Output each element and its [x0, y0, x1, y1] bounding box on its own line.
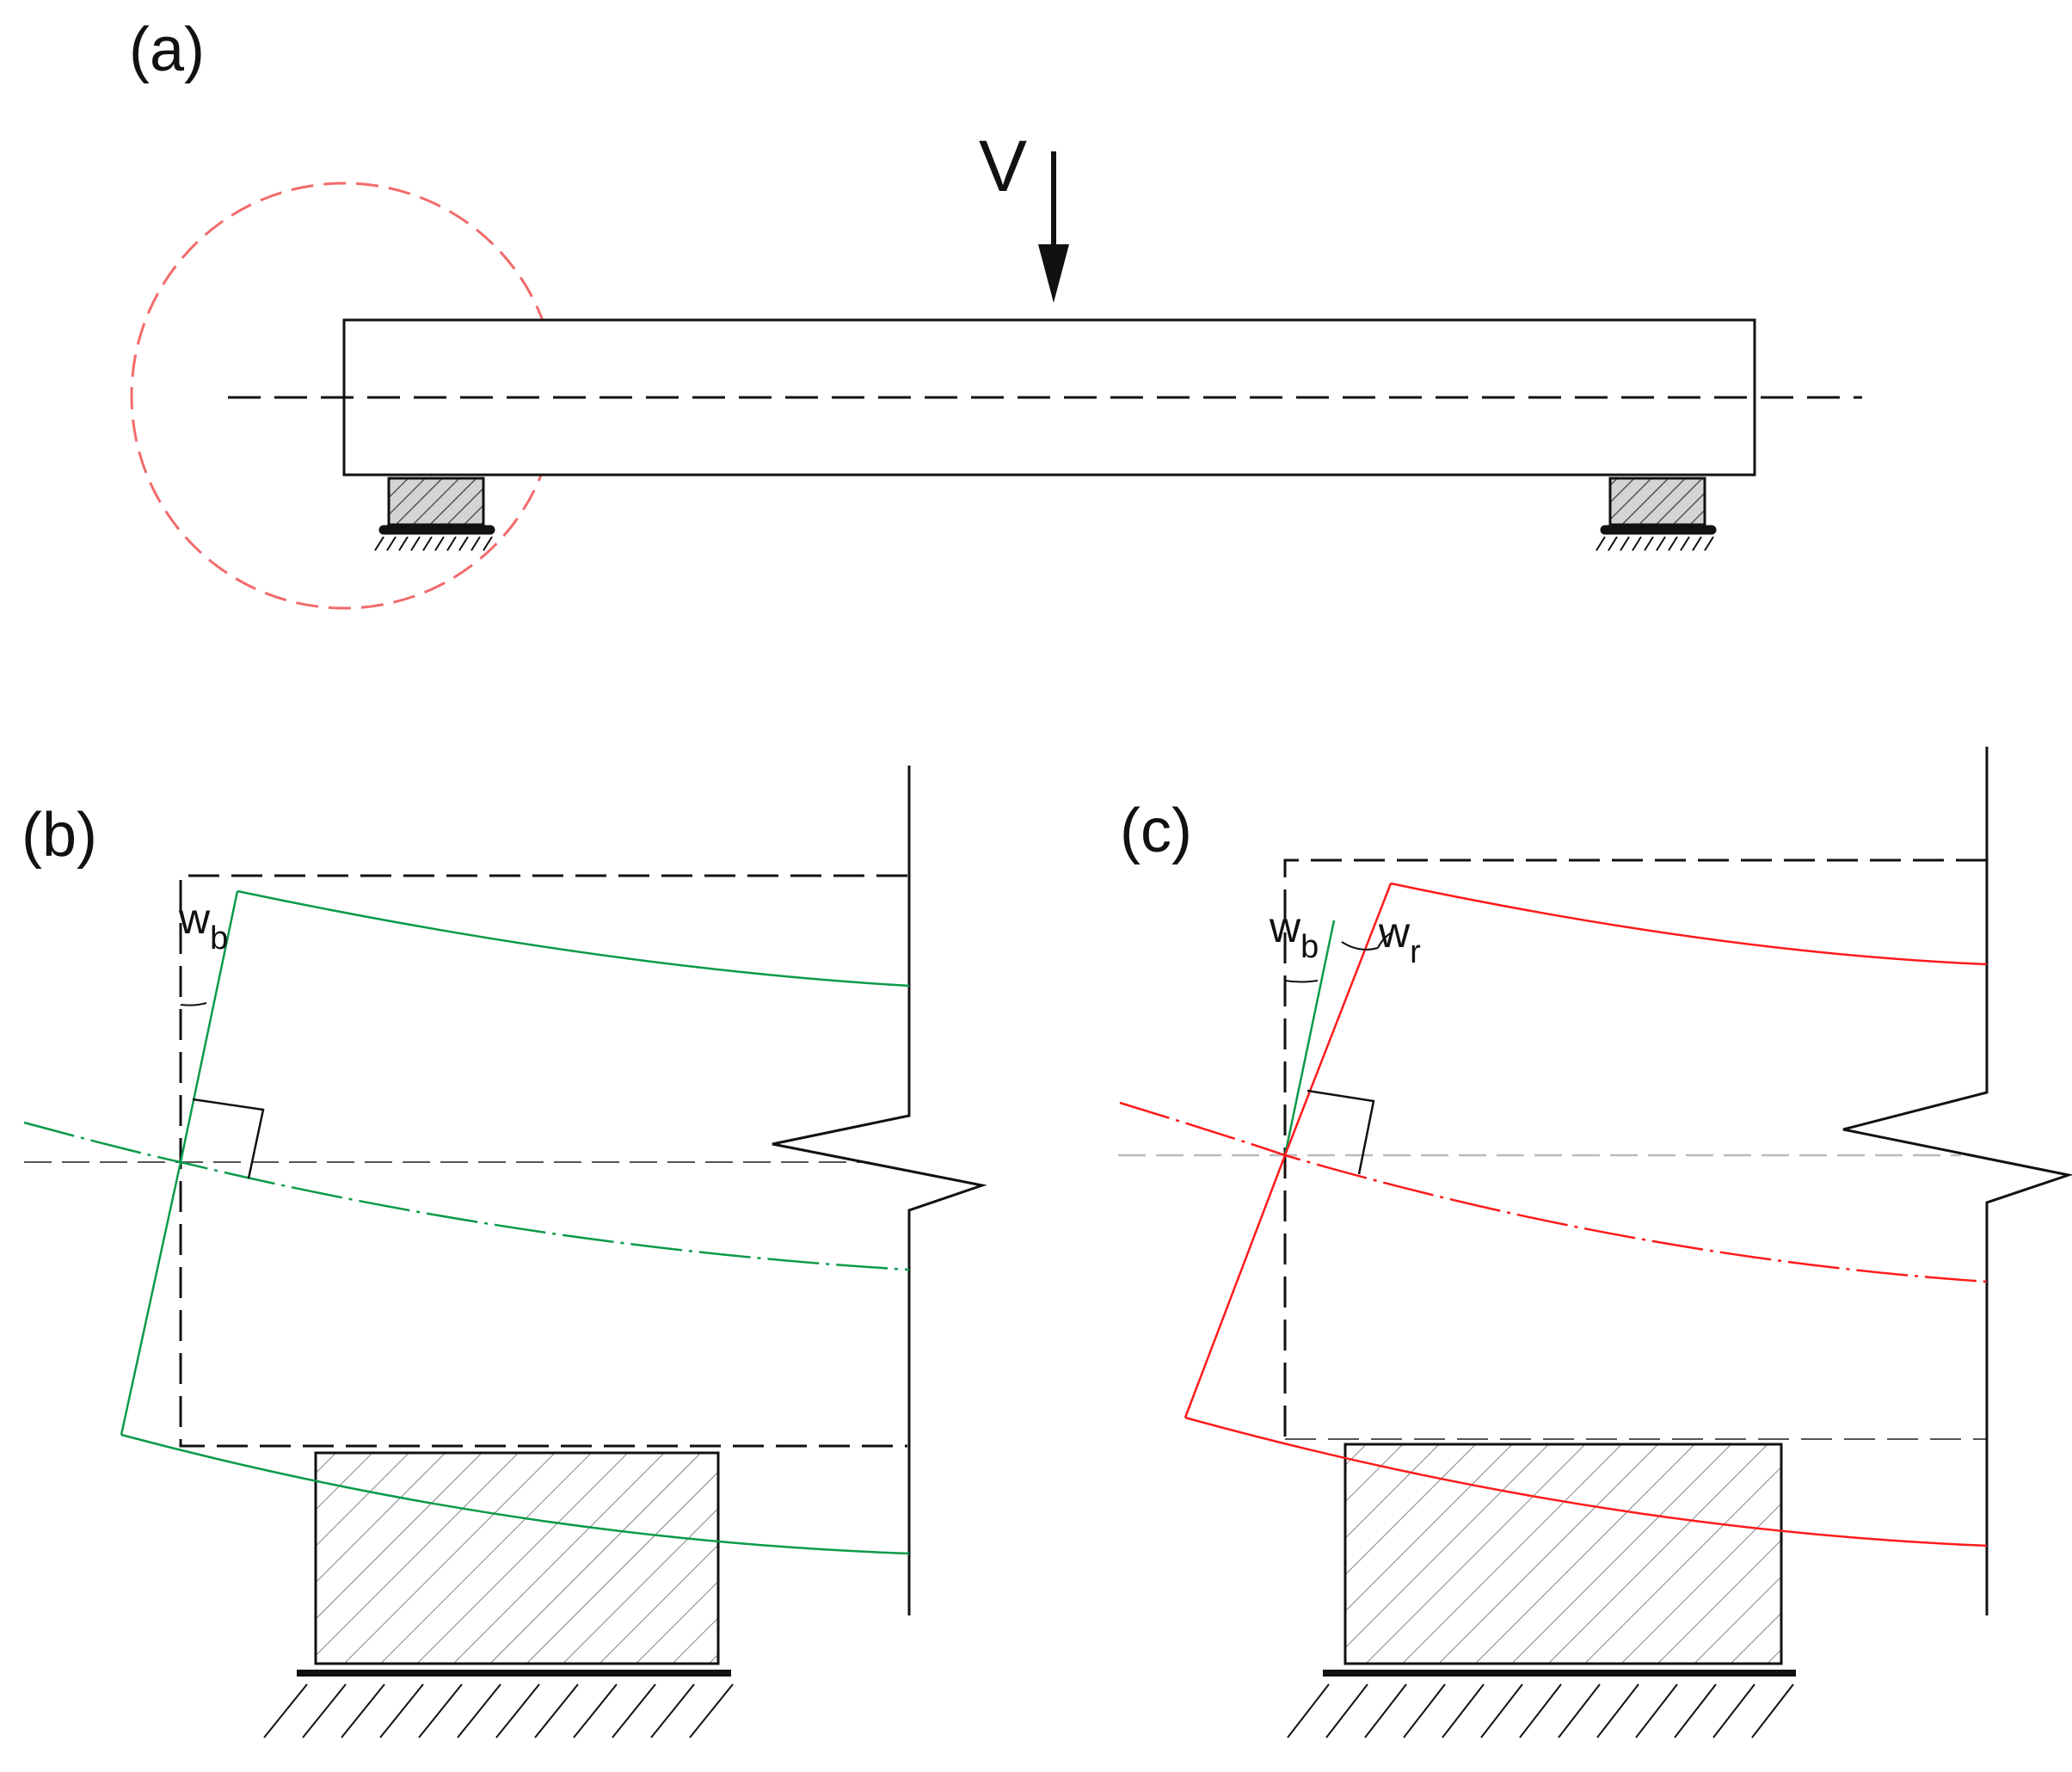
panel-a-label: (a) — [129, 15, 205, 84]
deformed-bottom-fibre-c — [1184, 1416, 1988, 1547]
right-angle-marker-b — [192, 1098, 265, 1179]
rotation-arc-wb — [1284, 980, 1319, 983]
bearing-block-c — [1343, 1443, 1783, 1665]
bending-rotation-line-c — [1283, 920, 1336, 1156]
right-support — [1596, 477, 1717, 551]
break-line-b — [772, 766, 987, 1615]
undeformed-beam-outline-b — [179, 874, 907, 1448]
rotation-label-wb: wb — [178, 895, 228, 957]
right-angle-marker-c — [1307, 1089, 1375, 1175]
bearing-block-b — [314, 1451, 720, 1665]
rotation-arc-b — [180, 1002, 207, 1006]
panel-b: (b) wb — [22, 766, 987, 1738]
undeformed-beam-outline-c — [1283, 858, 1987, 1439]
left-support — [374, 477, 495, 551]
deformed-top-fibre-b — [237, 889, 910, 988]
rotation-arc-wr — [1341, 932, 1393, 951]
panel-c: (c) wb wr — [1118, 747, 2072, 1738]
panel-c-label: (c) — [1120, 797, 1192, 865]
load-label: V — [979, 126, 1027, 206]
rotated-section-c — [1184, 883, 1393, 1418]
ground-hatch-c — [1287, 1683, 1794, 1738]
deformed-axis-b — [23, 1121, 910, 1271]
rotation-label-wb-c: wb — [1269, 903, 1319, 965]
rotation-label-wr-c: wr — [1378, 908, 1421, 970]
break-line-c — [1842, 747, 2072, 1615]
deformed-top-fibre-c — [1390, 882, 1988, 966]
load-arrow-head — [1038, 244, 1069, 303]
ground-hatch-b — [263, 1683, 734, 1738]
panel-a: (a) V — [129, 15, 1862, 610]
panel-b-label: (b) — [22, 801, 97, 870]
deformed-bottom-fibre-b — [120, 1433, 910, 1555]
deformed-axis-c — [1119, 1101, 1988, 1283]
